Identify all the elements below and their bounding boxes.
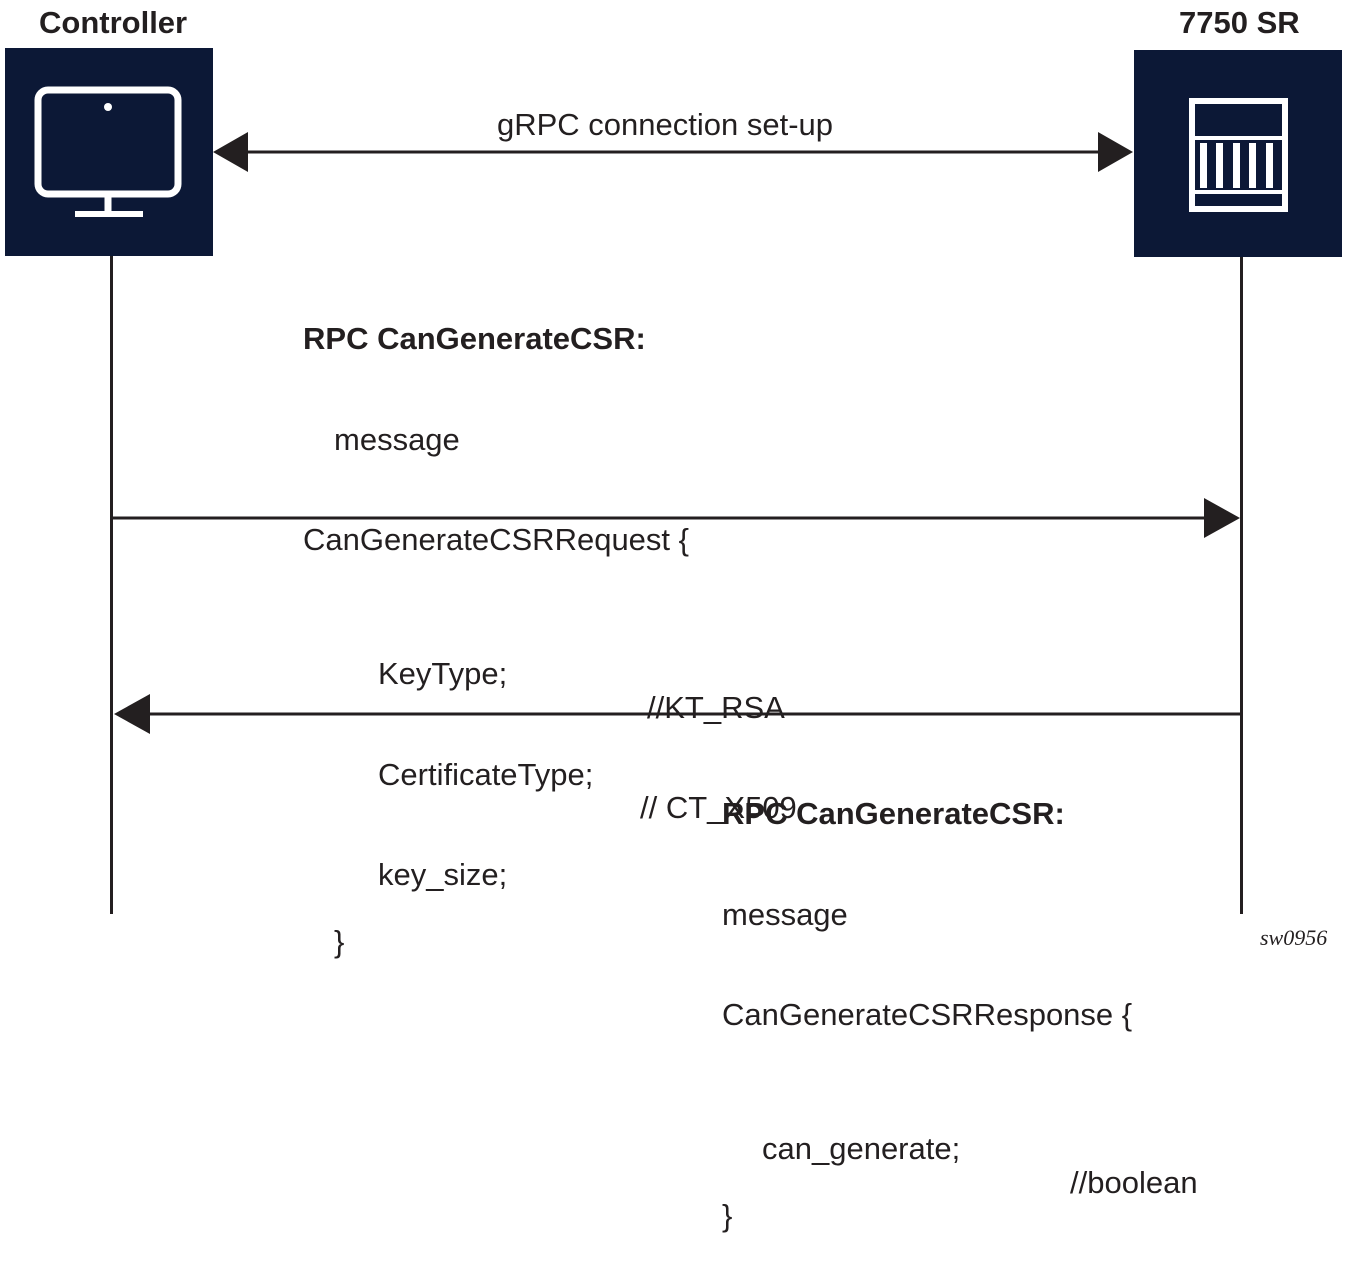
response-field-cangenerate-comment: //boolean: [1070, 1164, 1198, 1200]
request-rpc-title: RPC CanGenerateCSR:: [303, 321, 646, 356]
request-message-name: CanGenerateCSRRequest {: [303, 522, 690, 557]
message-arrows: [112, 132, 1241, 734]
request-field-keytype-name: KeyType;: [378, 656, 508, 691]
connection-label: gRPC connection set-up: [497, 107, 834, 142]
router-title: 7750 SR: [1179, 5, 1300, 40]
response-message-name: CanGenerateCSRResponse {: [722, 997, 1133, 1032]
response-rpc-title: RPC CanGenerateCSR:: [722, 796, 1065, 831]
request-field-keytype-comment: //KT_RSA: [647, 689, 785, 725]
response-message: RPC CanGenerateCSR: message CanGenerateC…: [722, 730, 1198, 1266]
response-field-cangenerate-name: can_generate;: [762, 1131, 961, 1166]
request-message: RPC CanGenerateCSR: message CanGenerateC…: [303, 255, 797, 992]
request-close-brace: }: [334, 924, 345, 959]
request-field-certtype: CertificateType; // CT_X509: [303, 724, 797, 824]
response-arrow: [114, 694, 1241, 734]
monitor-icon: [34, 86, 182, 217]
connection-arrow: [213, 132, 1133, 172]
request-message-keyword: message: [334, 421, 460, 457]
request-field-keysize-name: key_size;: [378, 857, 508, 892]
request-field-certtype-comment: // CT_X509: [640, 790, 797, 825]
controller-title: Controller: [39, 5, 188, 40]
router-lifeline: [1240, 257, 1243, 914]
request-field-keytype: KeyType; //KT_RSA: [303, 624, 785, 724]
controller-box: [5, 48, 213, 256]
figure-id: sw0956: [1260, 925, 1328, 950]
response-field-cangenerate: can_generate; //boolean: [722, 1099, 1198, 1199]
request-field-keysize: key_size;: [303, 825, 689, 891]
router-chassis-icon: [1189, 98, 1288, 212]
router-box: [1134, 50, 1342, 257]
request-field-certtype-name: CertificateType;: [378, 756, 594, 792]
response-message-keyword: message: [722, 896, 848, 932]
request-arrow: [112, 498, 1240, 538]
response-close-brace: }: [722, 1198, 733, 1233]
controller-lifeline: [110, 256, 113, 914]
